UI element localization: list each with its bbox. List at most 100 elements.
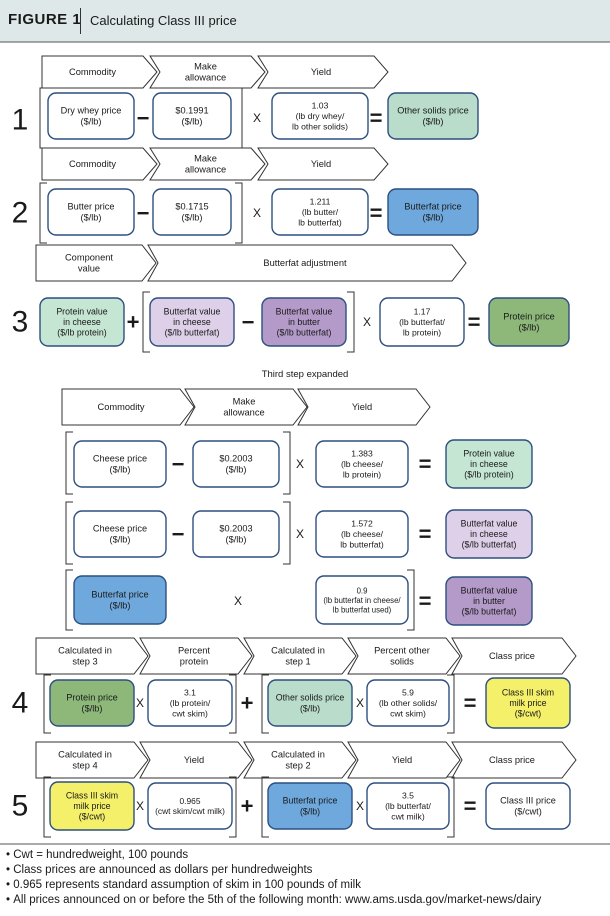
box-protein-price-3: Protein price($/lb) [488,297,570,347]
box-make-allowance-2-shape [152,188,232,236]
operator-minus-2: − [137,201,150,226]
bracket-expanded-2 [65,501,291,565]
operator-minus-e2: − [172,522,185,547]
figure-header: FIGURE 1 Calculating Class III price [0,0,610,42]
operator-equals-2: = [370,201,383,226]
box-other-solids-price-4-shape [267,679,353,727]
box-butterfat-price-2: Butterfat price($/lb) [387,188,479,236]
bracket-step-1-right [235,87,243,149]
box-percent-protein: 3.1(lb protein/cwt skim) [147,679,233,727]
box-make-cheese-a-shape [192,440,280,488]
box-yield-cheese-protein-shape [315,440,409,488]
chevron-yield-2-shape [257,147,389,181]
box-yield-butter-butterfat-shape [315,575,409,625]
third-step-expanded-title: Third step expanded [262,369,349,380]
operator-equals-5: = [464,794,477,819]
chevron-yield-5b-shape [347,741,461,779]
box-protein-price-4-label: Protein price($/lb) [66,692,118,713]
box-yield-3: 1.17(lb butterfat/lb protein) [379,297,465,347]
box-make-allowance-1-shape [152,92,232,140]
bracket-expanded-1-right [283,431,291,495]
bracket-expanded-3-left [65,569,73,631]
box-percent-protein-label: 3.1(lb protein/cwt skim) [170,688,211,719]
operator-times-5a: X [136,799,144,813]
box-make-allowance-1-label: $0.1991($/lb) [175,105,208,126]
box-yield-cheese-butterfat-shape [315,510,409,558]
box-butterfat-value-cheese-e-shape [445,509,533,559]
box-percent-protein-shape [147,679,233,727]
box-protein-price-3-label: Protein price($/lb) [503,311,555,332]
chevron-yield-expanded-shape [297,388,431,426]
bracket-step-5a-right [229,776,237,838]
chevron-class-price-4: Class price [451,637,577,675]
bracket-expanded-1 [65,431,291,495]
box-yield-butterfat-milk-label: 3.5(lb butterfat/cwt milk) [385,791,431,822]
chevron-make-allowance-2-shape [149,147,266,181]
chevron-make-allowance-expanded-shape [184,388,308,426]
operator-times-3: X [363,315,371,329]
box-cheese-price-a-shape [73,440,167,488]
box-yield-1: 1.03(lb dry whey/lb other solids) [271,92,369,140]
step-number-3: 3 [12,306,29,339]
chevron-yield-5b: Yield [347,741,461,779]
operator-minus-1: − [137,106,150,131]
box-cheese-price-b-label: Cheese price($/lb) [93,523,147,544]
bracket-step-4b [261,674,455,734]
figure-title: Calculating Class III price [90,13,237,28]
box-butterfat-price-e-shape [73,575,167,625]
box-class-iii-price: Class III price($/cwt) [485,782,571,830]
operator-times-2: X [253,206,261,220]
box-class-iii-skim-4-shape [485,677,571,729]
chevron-yield-5a-shape [139,741,253,779]
operator-times-1: X [253,111,261,125]
operator-plus-4: + [241,691,254,716]
footnote-class-prices: Class prices are announced as dollars pe… [6,863,606,878]
box-yield-cheese-protein-label: 1.383(lb cheese/lb protein) [341,449,384,480]
chevron-commodity-1: Commodity [41,55,158,89]
bracket-expanded-2-right [283,501,291,565]
chevron-commodity-expanded: Commodity [61,388,195,426]
box-yield-butterfat-milk-shape [366,782,450,830]
box-make-cheese-b: $0.2003($/lb) [192,510,280,558]
bracket-step-4b-right [447,674,455,734]
step-number-4: 4 [12,687,29,720]
chevron-class-price-5-label: Class price [489,755,535,765]
operator-equals-e1: = [419,452,432,477]
box-yield-cheese-protein: 1.383(lb cheese/lb protein) [315,440,409,488]
footnote-announcement: All prices announced on or before the 5t… [6,893,606,908]
bracket-step-5b-left [261,776,269,838]
box-protein-price-3-shape [488,297,570,347]
bracket-step-4a-right [229,674,237,734]
operator-times-e3: X [234,594,242,608]
box-class-iii-price-label: Class III price($/cwt) [500,795,556,816]
footnotes: Cwt = hundredweight, 100 pounds Class pr… [6,848,606,908]
chevron-commodity-2: Commodity [41,147,158,181]
chevron-yield-1-label: Yield [311,67,331,77]
chevron-butterfat-adjustment-shape [147,244,467,282]
chevron-calc-step-1-shape [243,637,357,675]
step-number-5: 5 [12,790,29,823]
step-number-2: 2 [12,197,29,230]
box-class-iii-skim-5-shape [49,781,135,831]
box-protein-price-4: Protein price($/lb) [49,679,135,727]
operator-times-4a: X [136,696,144,710]
operator-equals-e2: = [419,522,432,547]
chevron-commodity-1-shape [41,55,158,89]
operator-times-e1: X [296,457,304,471]
chevron-butterfat-adjustment: Butterfat adjustment [147,244,467,282]
box-yield-1-label: 1.03(lb dry whey/lb other solids) [292,101,348,132]
chevron-commodity-1-label: Commodity [69,67,116,77]
